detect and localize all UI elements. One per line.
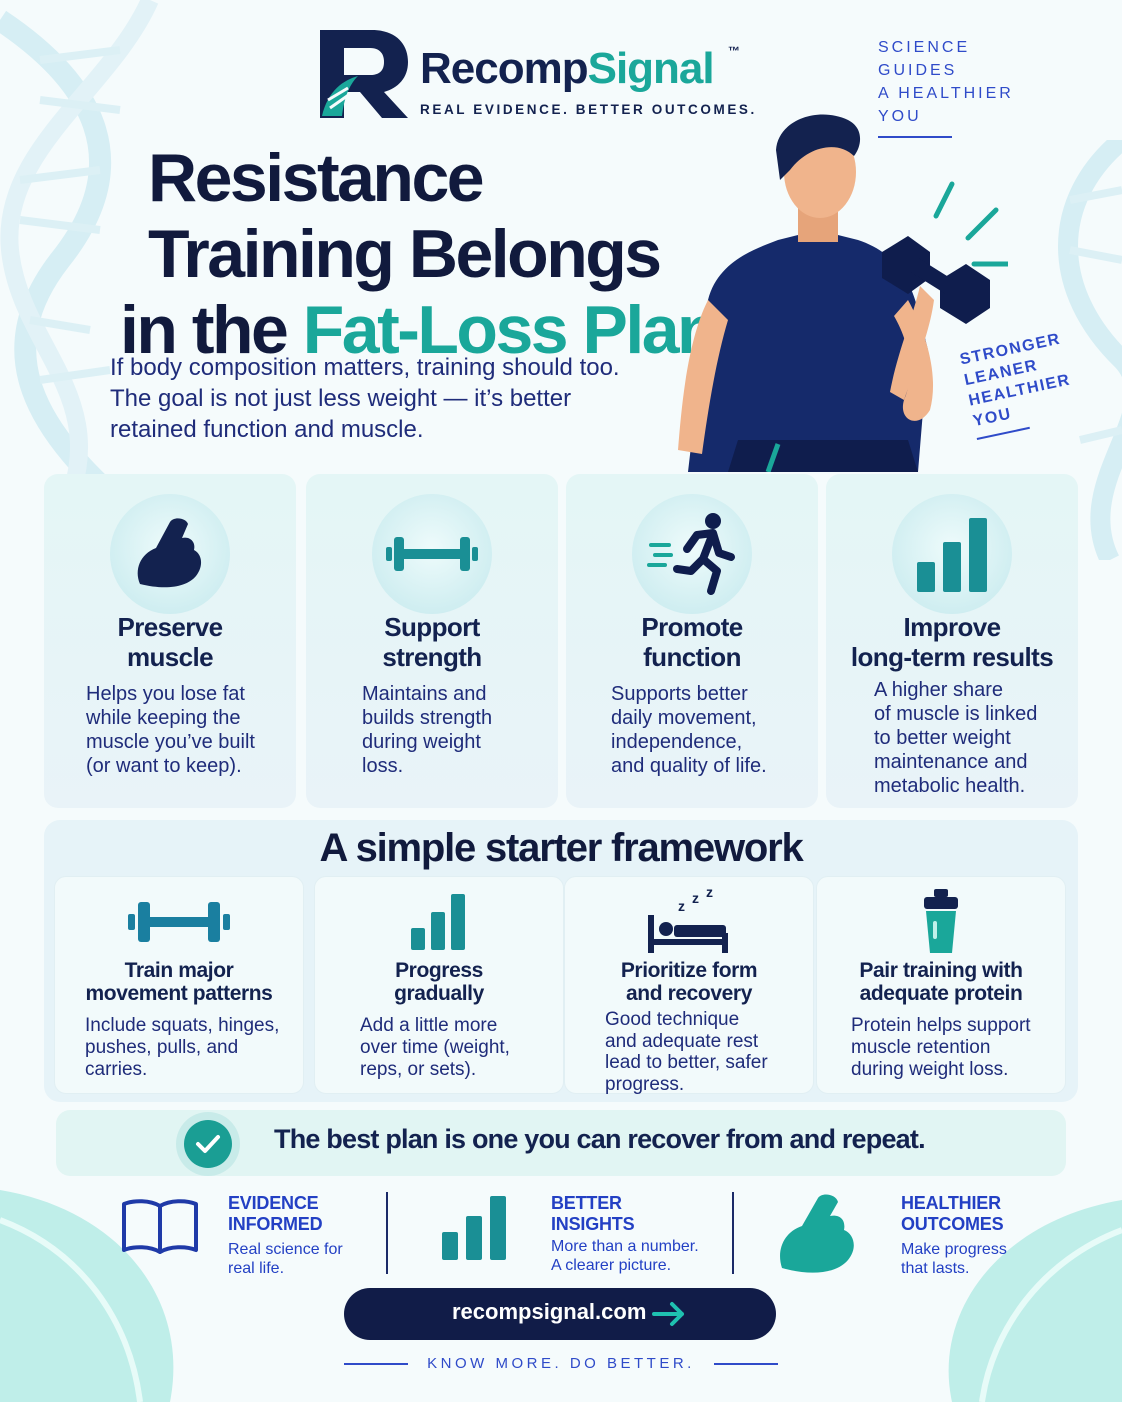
- dumbbell-icon: [55, 889, 303, 955]
- website-link-label[interactable]: recompsignal.com: [452, 1299, 647, 1324]
- flexed-bicep-icon: [780, 1194, 854, 1273]
- step-description: Good technique and adequate rest lead to…: [605, 1009, 768, 1095]
- footer-rule-right: [714, 1363, 778, 1365]
- bar-chart-icon: [892, 494, 1012, 614]
- flexed-bicep-icon: [110, 494, 230, 614]
- svg-text:z: z: [706, 889, 713, 900]
- dumbbell-icon: [372, 494, 492, 614]
- arrow-right-icon[interactable]: [652, 1300, 686, 1328]
- bar-chart-icon: [442, 1196, 506, 1260]
- benefit-description: A higher share of muscle is linked to be…: [874, 679, 1038, 797]
- footer-rule-left: [344, 1363, 408, 1365]
- feature-desc-insights: More than a number.A clearer picture.: [551, 1238, 699, 1274]
- shaker-bottle-icon: [817, 889, 1065, 955]
- brand-name: RecompSignal: [420, 44, 715, 93]
- benefit-description: Supports better daily movement, independ…: [611, 683, 767, 777]
- trademark-symbol: ™: [728, 44, 740, 58]
- step-description: Protein helps support muscle retention d…: [851, 1015, 1031, 1080]
- open-book-icon: [122, 1199, 198, 1254]
- check-icon: [176, 1112, 240, 1176]
- feature-divider: [386, 1192, 388, 1274]
- framework-title: A simple starter framework: [319, 826, 803, 870]
- svg-text:z: z: [678, 898, 685, 914]
- footer-tagline: KNOW MORE. DO BETTER.: [427, 1355, 695, 1372]
- benefit-description: Maintains and builds strength during wei…: [362, 683, 493, 777]
- athlete-lifting-dumbbell-illustration: [678, 114, 1008, 472]
- feature-divider: [732, 1192, 734, 1274]
- benefit-description: Helps you lose fat while keeping the mus…: [86, 683, 255, 777]
- sleeping-bed-icon: z z z: [565, 889, 813, 955]
- step-description: Add a little more over time (weight, rep…: [360, 1015, 510, 1080]
- running-person-icon: [632, 494, 752, 614]
- step-description: Include squats, hinges, pushes, pulls, a…: [85, 1015, 280, 1080]
- callout-text: The best plan is one you can recover fro…: [274, 1124, 926, 1154]
- intro-text: If body composition matters, training sh…: [110, 354, 620, 443]
- brand-logo-mark: [320, 30, 408, 118]
- website-link-button[interactable]: [344, 1288, 776, 1340]
- svg-text:z: z: [692, 890, 699, 906]
- science-guides-tag: SCIENCE GUIDES A HEALTHIER YOU: [878, 36, 1014, 138]
- brand-tagline: REAL EVIDENCE. BETTER OUTCOMES.: [420, 102, 757, 117]
- bar-chart-icon: [315, 889, 563, 955]
- page-title: Resistance Training Belongs in the Fat-L…: [120, 140, 735, 368]
